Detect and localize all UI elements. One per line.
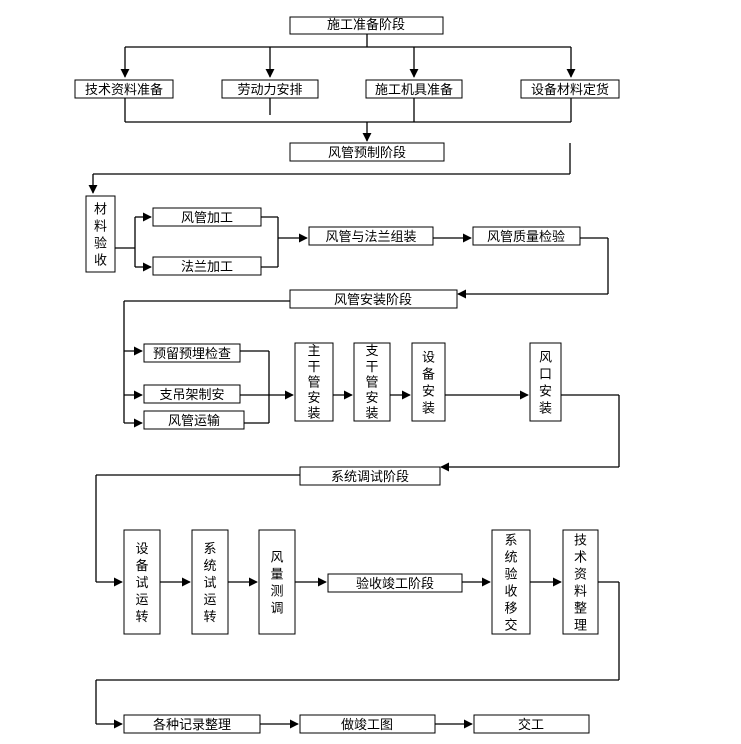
prep-item-tools: 施工机具准备 [365,79,463,99]
material-check-box: 材料验收 [85,195,116,273]
prep-item-tech-docs: 技术资料准备 [74,79,174,99]
svg-text:技术资料准备: 技术资料准备 [85,82,163,98]
hanger-box: 支吊架制安 [143,384,241,404]
system-trial-box: 系统试运转 [191,529,229,635]
svg-text:验收竣工阶段: 验收竣工阶段 [356,576,434,592]
system-handover-label: 系统验收移交 [504,533,517,633]
main-duct-install-box: 主干管安装 [294,342,334,422]
svg-text:劳动力安排: 劳动力安排 [237,82,302,98]
airflow-adjust-box: 风量测调 [258,529,296,635]
svg-text:施工机具准备: 施工机具准备 [375,82,453,98]
svg-text:风管质量检验: 风管质量检验 [487,229,565,245]
svg-text:风管加工: 风管加工 [181,211,233,226]
svg-text:支吊架制安: 支吊架制安 [159,388,224,403]
as-built-drawing-box: 做竣工图 [299,714,436,734]
svg-text:风管安装阶段: 风管安装阶段 [334,293,412,308]
duct-quality-check-box: 风管质量检验 [472,226,581,246]
svg-text:风管预制阶段: 风管预制阶段 [328,146,406,161]
system-handover-box: 系统验收移交 [491,529,531,635]
tech-docs-arrange-box: 技术资料整理 [562,529,599,635]
svg-text:系统调试阶段: 系统调试阶段 [331,470,409,485]
svg-text:风管与法兰组装: 风管与法兰组装 [325,230,416,245]
system-trial-label: 系统试运转 [203,542,216,625]
duct-flange-assembly-box: 风管与法兰组装 [308,226,434,246]
equipment-install-label: 设备安装 [422,350,435,416]
equipment-trial-box: 设备试运转 [123,529,161,635]
records-box: 各种记录整理 [123,714,261,734]
material-check-label: 材料验收 [94,202,107,268]
svg-text:交工: 交工 [518,717,544,733]
outlet-install-box: 风口安装 [529,342,562,422]
flange-processing-box: 法兰加工 [152,256,262,276]
handover-final-box: 交工 [473,714,590,734]
svg-text:各种记录整理: 各种记录整理 [153,717,231,733]
embed-check-box: 预留预埋检查 [143,343,241,363]
svg-text:设备材料定货: 设备材料定货 [531,82,609,98]
equipment-trial-label: 设备试运转 [135,542,148,625]
svg-text:施工准备阶段: 施工准备阶段 [327,17,405,33]
branch-duct-install-label: 支干管安装 [365,344,378,421]
stage-prefab: 风管预制阶段 [289,142,445,162]
stage-acceptance: 验收竣工阶段 [327,573,463,593]
duct-processing-box: 风管加工 [152,207,262,227]
stage-commission: 系统调试阶段 [299,466,441,486]
equipment-install-box: 设备安装 [411,342,446,422]
outlet-install-label: 风口安装 [539,350,552,416]
svg-text:预留预埋检查: 预留预埋检查 [153,347,231,362]
airflow-adjust-label: 风量测调 [270,550,283,616]
prep-item-materials: 设备材料定货 [520,79,620,99]
prep-item-labor: 劳动力安排 [221,79,319,99]
svg-text:做竣工图: 做竣工图 [341,718,393,733]
main-duct-install-label: 主干管安装 [307,344,320,421]
connectors [88,34,620,729]
branch-duct-install-box: 支干管安装 [353,342,391,422]
svg-text:法兰加工: 法兰加工 [181,260,233,275]
stage-install: 风管安装阶段 [289,289,458,309]
svg-text:风管运输: 风管运输 [168,413,220,429]
tech-docs-arrange-label: 技术资料整理 [574,533,587,633]
stage-prep: 施工准备阶段 [289,16,444,35]
duct-transport-box: 风管运输 [143,410,245,430]
